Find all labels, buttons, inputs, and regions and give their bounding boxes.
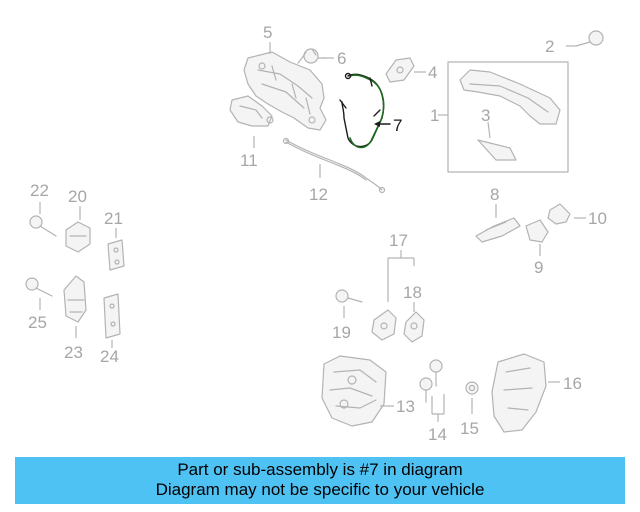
banner-line-1: Part or sub-assembly is #7 in diagram bbox=[177, 460, 463, 479]
part-6-screw bbox=[297, 48, 327, 64]
label-22: 22 bbox=[30, 181, 49, 200]
label-6: 6 bbox=[337, 49, 346, 68]
part-19-bolt bbox=[335, 289, 363, 303]
label-20: 20 bbox=[68, 187, 87, 206]
lead-3 bbox=[487, 121, 491, 139]
label-2: 2 bbox=[545, 37, 554, 56]
part-23-hinge bbox=[63, 275, 87, 323]
part-22-bolt bbox=[29, 215, 57, 237]
label-3: 3 bbox=[481, 106, 490, 125]
label-11: 11 bbox=[240, 151, 258, 170]
label-21: 21 bbox=[104, 209, 123, 228]
label-5: 5 bbox=[263, 23, 272, 42]
banner-line-2: Diagram may not be specific to your vehi… bbox=[155, 480, 485, 499]
label-12: 12 bbox=[309, 185, 328, 204]
part-4-pad bbox=[385, 57, 415, 83]
label-18: 18 bbox=[403, 283, 422, 302]
part-25-bolt bbox=[25, 277, 53, 297]
part-2-screw bbox=[575, 30, 604, 47]
part-5-handle-frame bbox=[243, 51, 327, 131]
part-15-nut bbox=[465, 381, 479, 395]
label-23: 23 bbox=[64, 343, 83, 362]
label-7: 7 bbox=[393, 116, 402, 135]
label-16: 16 bbox=[563, 374, 582, 393]
part-1-box bbox=[447, 61, 569, 173]
label-14: 14 bbox=[428, 425, 447, 444]
lead-17 bbox=[387, 250, 415, 302]
part-16-cover bbox=[491, 353, 547, 433]
part-21-plate bbox=[107, 239, 125, 271]
label-4: 4 bbox=[428, 63, 437, 82]
part-1-handle bbox=[459, 69, 561, 125]
label-9: 9 bbox=[534, 258, 543, 277]
parts-diagram: 5 6 4 7 2 1 3 bbox=[25, 23, 607, 444]
label-8: 8 bbox=[490, 185, 499, 204]
label-15: 15 bbox=[460, 419, 479, 438]
part-17-striker bbox=[371, 309, 397, 341]
info-banner: Part or sub-assembly is #7 in diagram Di… bbox=[15, 457, 625, 504]
part-3-cap bbox=[477, 139, 517, 161]
part-14-screws bbox=[419, 359, 443, 403]
label-17: 17 bbox=[389, 231, 408, 250]
part-9-bracket bbox=[525, 219, 549, 243]
part-10-clip bbox=[547, 203, 571, 225]
lead-14 bbox=[431, 394, 445, 422]
label-24: 24 bbox=[100, 347, 119, 366]
part-7-cable bbox=[339, 72, 385, 149]
label-19: 19 bbox=[332, 323, 351, 342]
part-24-plate bbox=[103, 293, 121, 339]
label-25: 25 bbox=[28, 313, 47, 332]
label-13: 13 bbox=[396, 397, 415, 416]
part-20-hinge bbox=[65, 221, 91, 253]
part-13-latch bbox=[321, 355, 387, 427]
part-18-striker bbox=[403, 311, 425, 343]
part-8-rod bbox=[475, 217, 521, 243]
part-12-inner-cable bbox=[282, 137, 386, 194]
label-10: 10 bbox=[588, 209, 607, 228]
part-11-inner-handle bbox=[229, 95, 274, 127]
arrow-7 bbox=[374, 121, 380, 127]
label-1: 1 bbox=[430, 106, 439, 125]
